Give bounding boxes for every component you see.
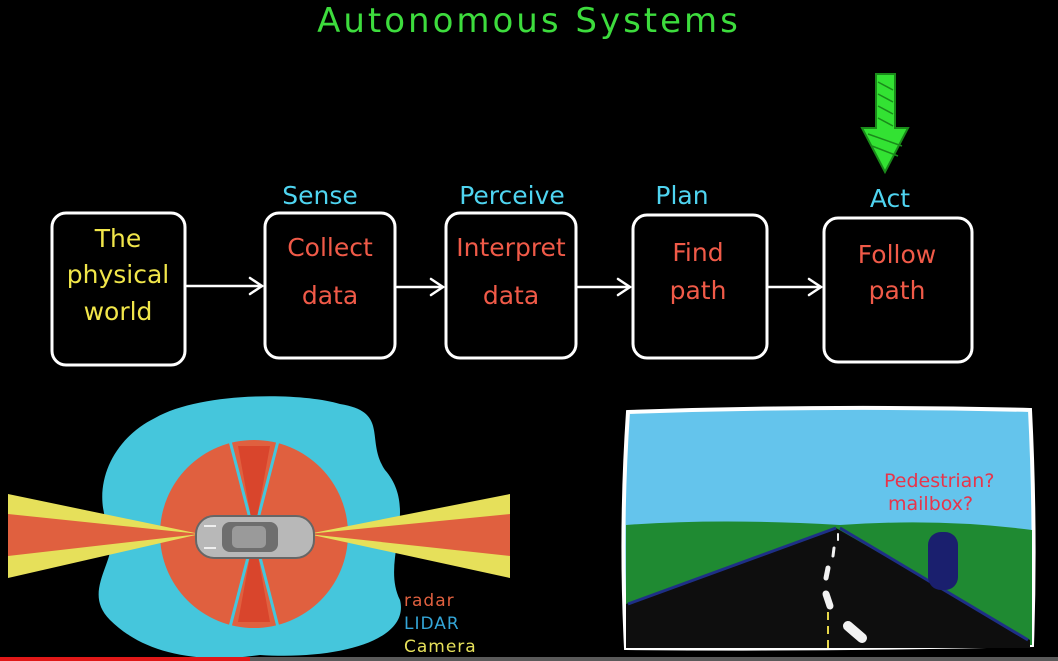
box-plan xyxy=(631,213,769,360)
box-text-line: Follow xyxy=(857,240,937,269)
box-text-line: Collect xyxy=(287,233,373,262)
stage-label-sense: Sense xyxy=(282,181,358,210)
box-physical-world xyxy=(50,211,187,367)
box-text-sense: Collect data xyxy=(265,233,395,311)
stage-label-perceive: Perceive xyxy=(459,181,565,210)
flow-arrow xyxy=(185,276,265,296)
road-scene xyxy=(621,405,1036,651)
box-text-line: The xyxy=(94,224,142,253)
legend-camera: Camera xyxy=(404,637,477,657)
box-text-line: world xyxy=(83,296,153,326)
box-text-line: path xyxy=(669,276,727,306)
note-line: Pedestrian? xyxy=(884,470,995,492)
box-text-line: path xyxy=(868,276,926,306)
stage-label-act: Act xyxy=(869,184,911,213)
car-icon xyxy=(195,515,315,559)
object-question-note: Pedestrian? mailbox? xyxy=(884,470,994,516)
down-arrow-icon xyxy=(860,73,910,175)
road xyxy=(626,528,1030,648)
box-text-plan: Find path xyxy=(633,238,763,306)
video-progress-bar[interactable] xyxy=(0,657,250,661)
video-progress-track[interactable] xyxy=(250,657,1058,661)
box-text-line: data xyxy=(482,281,540,311)
box-text-physical-world: The physical world xyxy=(53,224,183,326)
box-text-line: physical xyxy=(66,260,170,290)
legend-lidar: LIDAR xyxy=(404,614,460,634)
box-perceive xyxy=(444,211,578,360)
box-text-line: data xyxy=(301,281,359,311)
box-act xyxy=(822,216,974,364)
lane-markings xyxy=(822,533,867,643)
box-text-line: Interpret xyxy=(456,233,566,262)
note-line: mailbox? xyxy=(888,492,974,515)
box-sense xyxy=(263,211,397,360)
box-text-perceive: Interpret data xyxy=(446,233,576,311)
box-text-line: Find xyxy=(672,238,724,267)
flow-arrow xyxy=(395,277,446,297)
radar-beam-right xyxy=(308,514,510,556)
stage-label-plan: Plan xyxy=(655,181,709,210)
flow-arrow xyxy=(767,277,824,297)
legend-radar: radar xyxy=(404,591,455,611)
diagram-title: Autonomous Systems xyxy=(317,1,741,41)
flow-arrow xyxy=(576,277,633,297)
box-text-act: Follow path xyxy=(832,240,962,306)
sensor-coverage-illustration xyxy=(8,396,510,659)
unknown-object xyxy=(928,532,958,590)
radar-beam-left xyxy=(8,514,200,556)
